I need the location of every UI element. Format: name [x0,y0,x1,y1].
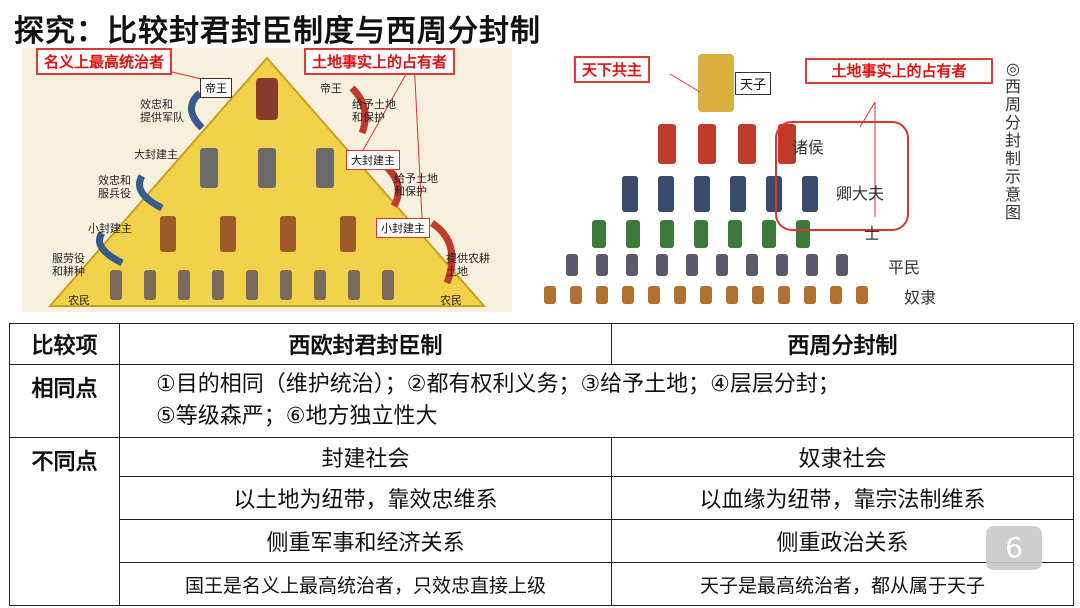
diff-zhou-4: 天子是最高统治者，都从属于天子 [611,562,1074,606]
header-western-europe: 西欧封君封臣制 [119,323,612,365]
comparison-table: 比较项 西欧封君封臣制 西周分封制 相同点 ①目的相同（维护统治）；②都有权利义… [9,323,1074,606]
feudal-pyramid-figure: 名义上最高统治者 土地事实上的占有者 帝王 效忠和提供军队 大封建主 效忠和服兵… [22,48,512,312]
table-row-diff-4: 国王是名义上最高统治者，只效忠直接上级 天子是最高统治者，都从属于天子 [10,562,1074,606]
level-shi: 士 [864,224,881,243]
table-row-diff-3: 侧重军事和经济关系 侧重政治关系 [10,519,1074,563]
relation-left-2: 效忠和服兵役 [98,174,131,200]
same-label: 相同点 [9,364,120,438]
tag-land-owner: 土地事实上的占有者 [304,48,456,75]
level-princes: 诸侯 [792,138,825,157]
level-small-lord-right: 小封建主 [376,218,430,238]
same-line-1: ①目的相同（维护统治）；②都有权利义务；③给予土地；④层层分封； [156,372,840,397]
relation-left-3: 服劳役和耕种 [52,252,85,278]
table-row-diff-1: 不同点 封建社会 奴隶社会 [9,437,1074,606]
level-emperor-left: 帝王 [200,78,232,98]
same-points: ①目的相同（维护统治）；②都有权利义务；③给予土地；④层层分封； ⑤等级森严；⑥… [119,364,1074,438]
level-son-of-heaven: 天子 [735,72,772,95]
level-small-lord-left: 小封建主 [88,222,132,235]
table-row-diff-2: 以土地为纽带，靠效忠维系 以血缘为纽带，靠宗法制维系 [10,476,1074,520]
page-title: 探究：比较封君封臣制度与西周分封制 [14,14,541,49]
level-peasant-right: 农民 [440,294,462,307]
figure-caption: ◎西周分封制示意图 [1004,59,1021,222]
zhou-pyramid-illustration [544,54,909,304]
diff-label: 不同点 [9,437,120,606]
relation-right-1: 给予土地和保护 [352,98,396,124]
level-peasant-left: 农民 [68,294,90,307]
table-row-same: 相同点 ①目的相同（维护统治）；②都有权利义务；③给予土地；④层层分封； ⑤等级… [9,364,1074,438]
level-great-lord-right: 大封建主 [346,150,400,170]
diff-zhou-1: 奴隶社会 [611,437,1074,477]
relation-right-3: 提供农耕土地 [446,252,490,278]
relation-right-2: 给予土地和保护 [394,172,438,198]
level-commoners: 平民 [888,258,921,277]
page-number-badge: 6 [986,526,1042,570]
diff-europe-1: 封建社会 [119,437,612,477]
same-line-2: ⑤等级森严；⑥地方独立性大 [156,404,438,429]
relation-left-1: 效忠和提供军队 [140,98,184,124]
zhou-enfeoffment-figure: 天下共主 天子 土地事实上的占有者 诸侯 卿大夫 士 平民 奴隶 [530,52,1050,314]
header-western-zhou: 西周分封制 [611,323,1074,365]
diff-europe-3: 侧重军事和经济关系 [119,519,612,563]
tag-common-lord: 天下共主 [574,56,651,83]
level-ministers: 卿大夫 [836,184,885,203]
level-slaves: 奴隶 [904,288,937,307]
diff-europe-4: 国王是名义上最高统治者，只效忠直接上级 [119,562,612,606]
level-emperor-right: 帝王 [320,82,342,95]
diff-europe-2: 以土地为纽带，靠效忠维系 [119,476,612,520]
tag-nominal-ruler: 名义上最高统治者 [36,48,173,75]
pyramid-illustration [47,56,487,307]
header-item: 比较项 [9,323,120,365]
tag-land-owner-zhou: 土地事实上的占有者 [805,58,993,84]
diff-zhou-2: 以血缘为纽带，靠宗法制维系 [611,476,1074,520]
table-header-row: 比较项 西欧封君封臣制 西周分封制 [9,323,1074,365]
level-great-lord-left: 大封建主 [134,148,178,161]
